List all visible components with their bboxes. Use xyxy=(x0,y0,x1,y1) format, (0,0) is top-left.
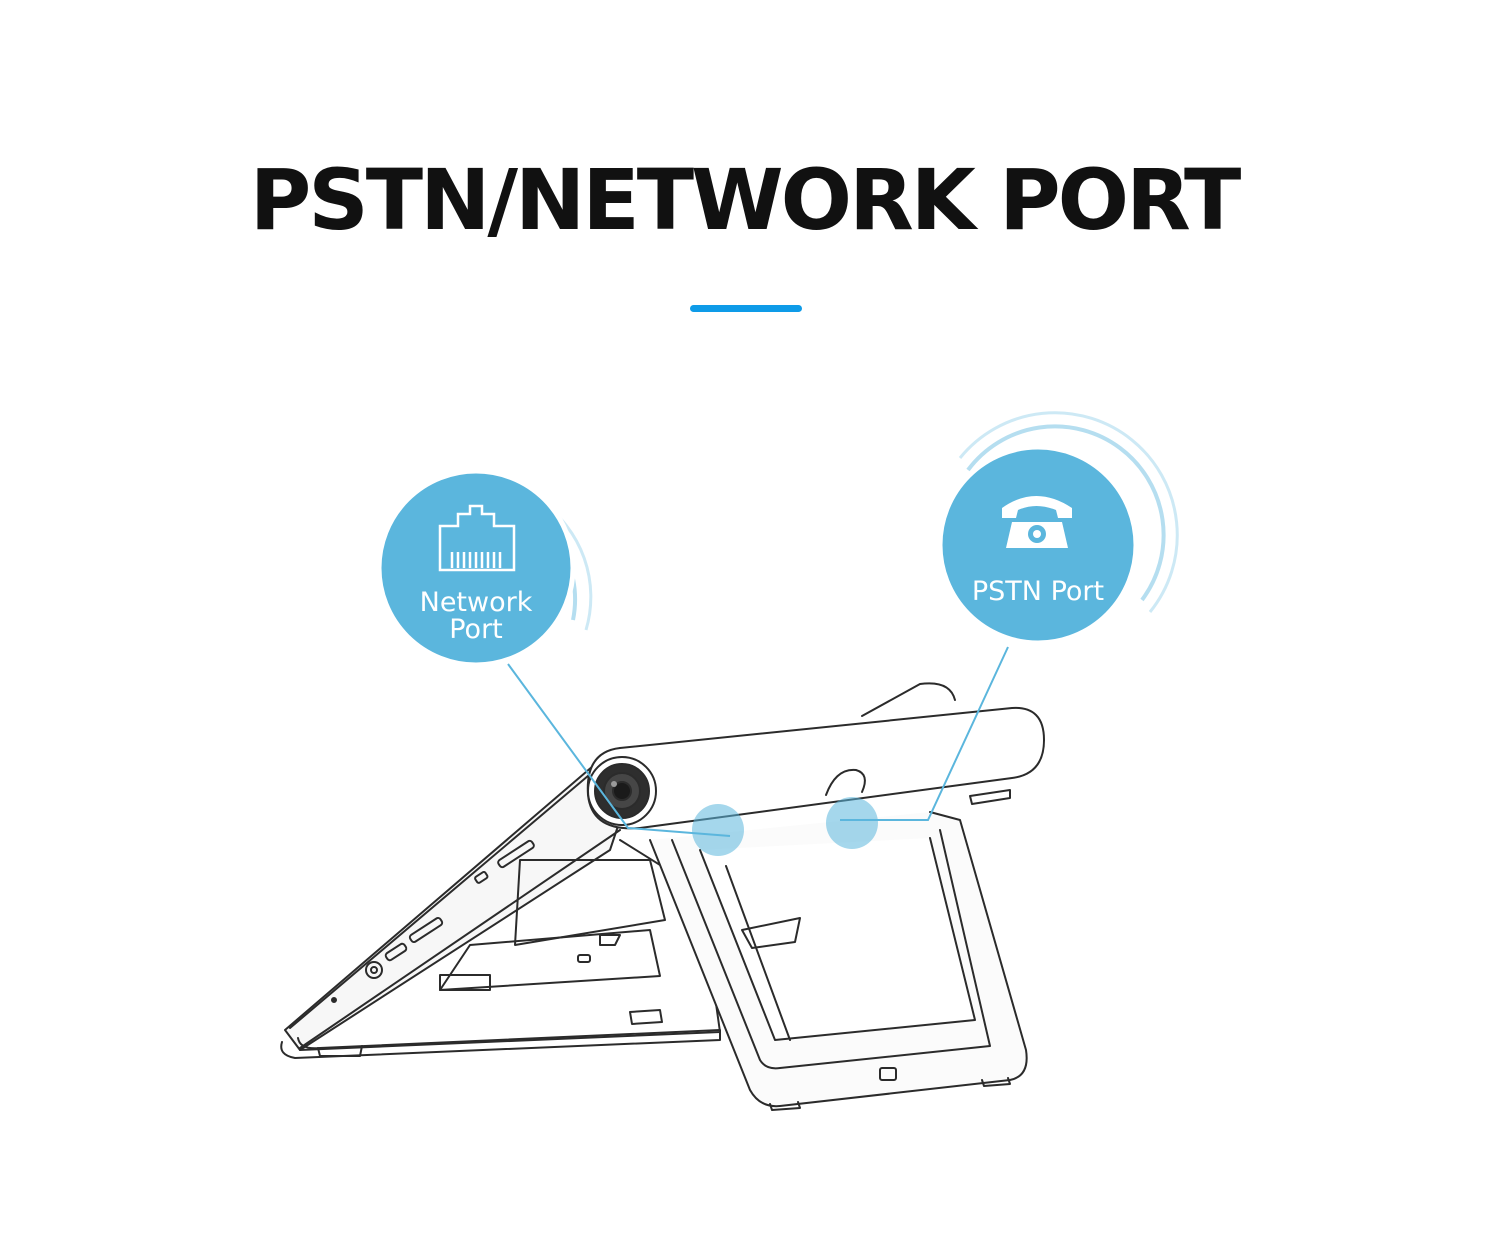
pstn-leader-line xyxy=(840,646,1009,821)
telephone-icon xyxy=(1002,496,1072,548)
network-leader-line xyxy=(507,663,731,837)
network-port-callout: Network Port xyxy=(376,468,593,668)
ethernet-port-icon xyxy=(438,504,516,572)
network-port-highlight xyxy=(692,804,744,856)
network-port-label-line2: Port xyxy=(449,614,503,645)
page-title: PSTN/NETWORK PORT xyxy=(249,151,1242,249)
title-underline xyxy=(690,305,802,312)
pstn-port-label: PSTN Port xyxy=(972,576,1104,607)
pstn-port-callout: PSTN Port xyxy=(937,411,1179,646)
pstn-port-highlight xyxy=(826,797,878,849)
network-port-label-line1: Network xyxy=(420,587,533,618)
device-illustration xyxy=(280,682,1045,1111)
